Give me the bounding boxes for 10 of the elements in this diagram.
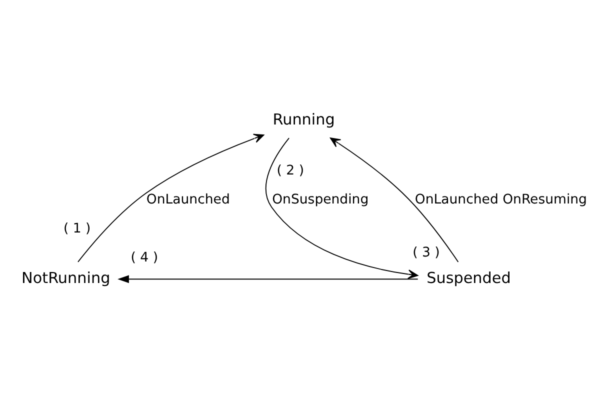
node-text: Suspended: [426, 268, 511, 287]
label: ( 3 ): [412, 246, 440, 261]
edge-label: OnLaunched OnResuming: [414, 192, 587, 208]
node-text: NotRunning: [22, 268, 110, 287]
label: ( 4 ): [130, 250, 158, 266]
label: ( 2 ): [276, 164, 304, 179]
label: ( 1 ): [63, 221, 91, 236]
edge-label: OnLaunched: [146, 192, 230, 208]
node-text: Running: [272, 110, 335, 128]
edge-label: OnSuspending: [272, 192, 369, 208]
